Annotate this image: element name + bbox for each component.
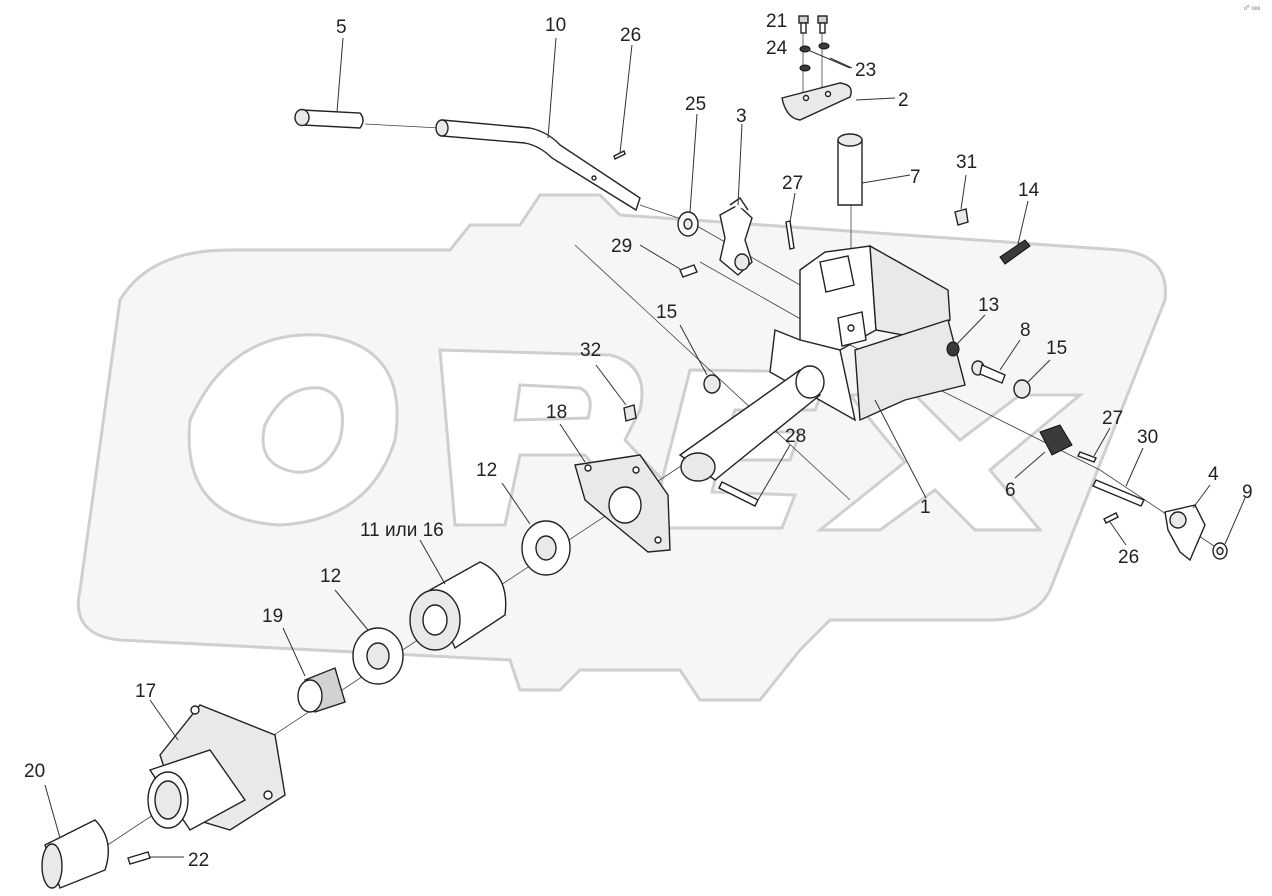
shaft [678,365,825,482]
part-12-washer-lower [352,627,404,685]
callout-30: 30 [1137,427,1158,448]
part-7-rod [837,133,863,206]
watermark-logo [76,193,1167,702]
callout-19: 19 [262,606,283,627]
part-28-pin [718,481,759,507]
callout-31: 31 [956,152,977,173]
part-3-fork-lever [719,197,753,276]
part-26-cotter-pin [613,150,626,160]
callout-27: 27 [782,173,803,194]
part-17-housing [147,704,286,831]
part-10-handle-rod [435,119,641,212]
part-2-plate [781,82,852,121]
callout-20: 20 [24,761,45,782]
part-4-lever [1164,504,1206,562]
callout-23: 23 [855,60,876,81]
callout-15-right: 15 [1046,338,1067,359]
callout-26-right: 26 [1118,547,1139,568]
callout-15: 15 [656,302,677,323]
callout-24: 24 [766,38,788,59]
part-20-cap [41,819,109,889]
part-11-16-bushing [409,561,507,651]
callout-26: 26 [620,25,641,46]
part-22-screw [127,851,151,865]
callout-28: 28 [785,426,806,447]
part-15-plug-right [1013,379,1031,399]
callout-25: 25 [685,94,706,115]
callout-18: 18 [546,402,567,423]
callout-11-or-16: 11 или 16 [360,520,444,541]
part-14-spring [999,239,1031,265]
callout-29: 29 [611,236,632,257]
callout-5: 5 [336,17,347,38]
callout-13: 13 [978,295,999,316]
part-12-washer-upper [521,520,571,576]
callout-27-right: 27 [1102,408,1123,429]
callout-2: 2 [898,90,909,111]
callout-10: 10 [545,15,566,36]
part-19-castle-nut [297,667,346,713]
callout-12-lower: 12 [320,566,341,587]
callout-6: 6 [1005,480,1016,501]
callout-17: 17 [135,681,156,702]
part-21-screws [798,15,828,34]
callout-8: 8 [1020,320,1031,341]
part-15-plug-left [703,374,721,394]
part-27-pin-right [1077,451,1097,463]
corner-mark: ₀⁰ ₀₀₀ [1244,4,1260,12]
part-13-nut [946,341,960,357]
callout-9: 9 [1242,482,1253,503]
part-24-washers [799,42,830,72]
callout-4: 4 [1208,464,1219,485]
part-26-cotter-pin-right [1103,512,1119,524]
part-5-tube [294,108,364,129]
callout-12-upper: 12 [476,460,497,481]
part-8-bolt [971,360,1006,384]
callout-1: 1 [920,497,931,518]
part-29-pin [679,264,698,278]
callout-22: 22 [188,850,209,871]
part-30-pin [1092,479,1145,507]
part-9-nut [1212,542,1228,560]
part-6-torsion-spring [1039,424,1073,456]
callout-7: 7 [910,167,921,188]
callout-3: 3 [736,106,747,127]
leader-lines [44,37,1246,858]
callout-21: 21 [766,11,787,32]
part-25-washer [677,211,699,237]
part-18-flange [574,454,671,553]
callout-14: 14 [1018,180,1040,201]
part-31-plug [954,208,969,226]
callout-labels: 5 10 26 21 24 23 2 25 3 7 31 27 14 29 15… [24,11,1253,871]
callout-32: 32 [580,340,601,361]
part-27-pin [785,220,795,250]
part-32-grease-fitting [623,404,637,422]
